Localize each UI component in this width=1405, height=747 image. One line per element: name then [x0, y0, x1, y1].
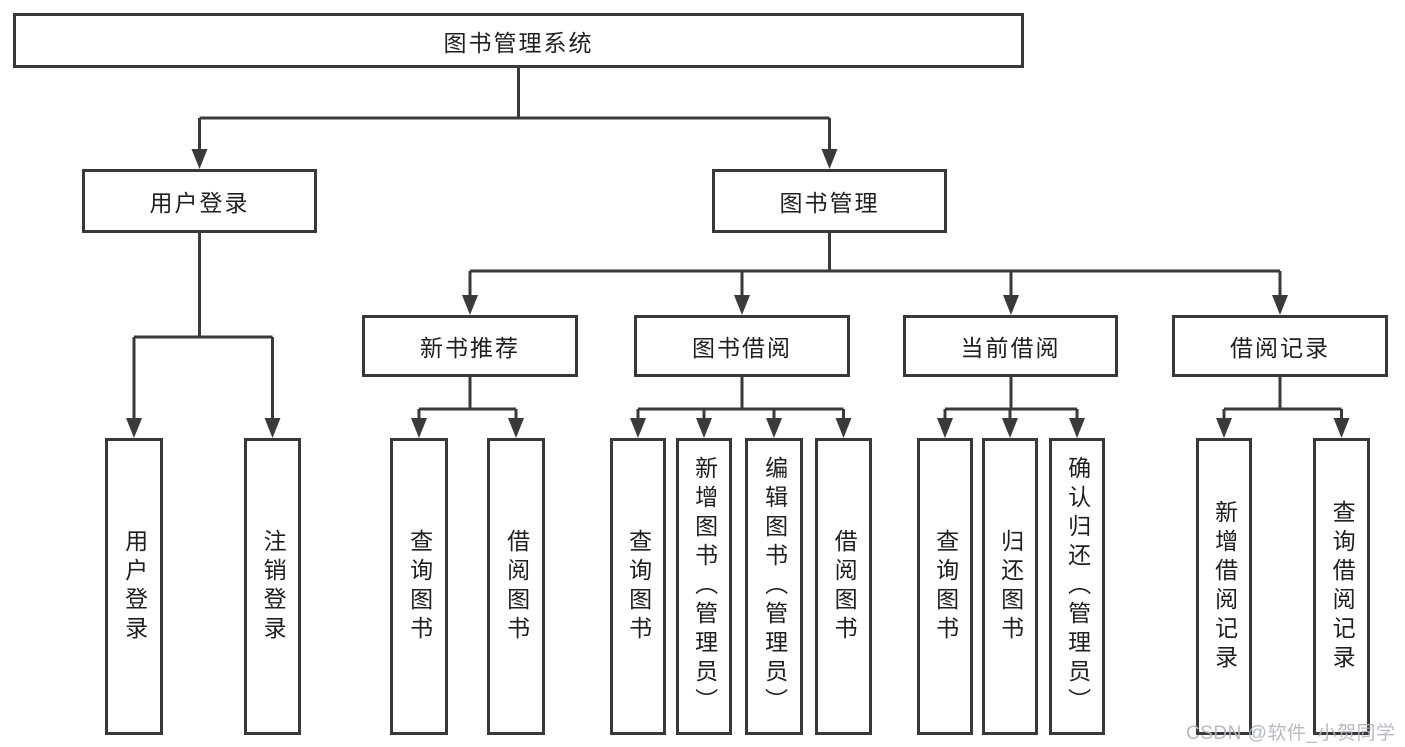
arrowhead	[1002, 418, 1018, 438]
leaf-user-login: 用户登录	[105, 438, 163, 735]
node-book-borrowing: 图书借阅	[634, 315, 850, 377]
node-current-borrowing: 当前借阅	[903, 315, 1118, 377]
leaf-current-query-books-label: 查询图书	[932, 528, 959, 645]
arrowhead	[821, 149, 838, 169]
arrowhead	[734, 295, 750, 315]
leaf-confirm-return-admin-label: 确认归还（管理员）	[1064, 456, 1091, 717]
leaf-recommend-borrow-books-label: 借阅图书	[503, 528, 530, 645]
connector-current-borrow-to-leaves	[943, 377, 1079, 421]
leaf-return-books: 归还图书	[982, 438, 1038, 735]
arrowhead	[1272, 295, 1288, 315]
leaf-user-login-label: 用户登录	[121, 528, 148, 645]
leaf-recommend-query-books-label: 查询图书	[406, 528, 433, 645]
node-user-login: 用户登录	[82, 169, 317, 233]
leaf-borrow-query-books-label: 查询图书	[625, 528, 652, 645]
node-borrowing-records-label: 借阅记录	[1230, 335, 1330, 361]
leaf-borrow-query-books: 查询图书	[610, 438, 666, 735]
node-book-management: 图书管理	[712, 169, 947, 233]
arrowhead	[462, 295, 478, 315]
node-book-borrowing-label: 图书借阅	[692, 335, 792, 361]
connector-new-book-to-leaves	[417, 377, 518, 421]
node-new-book-recommendation-label: 新书推荐	[420, 335, 520, 361]
leaf-logout-login-label: 注销登录	[260, 528, 287, 645]
connector-borrow-records-to-leaves	[1222, 377, 1343, 421]
arrowhead	[1333, 418, 1350, 438]
connector-book-borrow-to-leaves	[636, 377, 845, 421]
arrowhead	[1216, 418, 1232, 438]
leaf-query-borrow-record: 查询借阅记录	[1313, 438, 1370, 735]
leaf-add-borrow-record: 新增借阅记录	[1196, 438, 1252, 735]
leaf-edit-books-admin: 编辑图书（管理员）	[745, 438, 803, 735]
arrowhead	[508, 418, 524, 438]
arrowhead	[835, 418, 852, 438]
arrowhead	[264, 418, 281, 438]
leaf-recommend-borrow-books: 借阅图书	[487, 438, 545, 735]
leaf-return-books-label: 归还图书	[997, 528, 1024, 645]
connector-root-to-level2	[198, 68, 831, 152]
leaf-recommend-query-books: 查询图书	[390, 438, 448, 735]
leaf-add-books-admin: 新增图书（管理员）	[676, 438, 732, 735]
leaf-add-borrow-record-label: 新增借阅记录	[1211, 499, 1238, 674]
leaf-logout-login: 注销登录	[244, 438, 301, 735]
arrowhead	[766, 418, 782, 438]
arrowhead	[1069, 418, 1085, 438]
arrowhead	[411, 418, 427, 438]
node-borrowing-records: 借阅记录	[1172, 315, 1388, 377]
arrowhead	[126, 418, 142, 438]
node-new-book-recommendation: 新书推荐	[362, 315, 578, 377]
leaf-borrow-books-label: 借阅图书	[831, 528, 858, 645]
node-current-borrowing-label: 当前借阅	[960, 335, 1061, 361]
connector-user-login-to-leaves	[132, 233, 274, 421]
arrowhead	[696, 418, 712, 438]
leaf-confirm-return-admin: 确认归还（管理员）	[1049, 438, 1105, 735]
arrowhead	[191, 149, 208, 169]
leaf-edit-books-admin-label: 编辑图书（管理员）	[761, 456, 788, 717]
arrowhead	[1003, 295, 1019, 315]
node-library-management-system: 图书管理系统	[13, 13, 1024, 68]
leaf-current-query-books: 查询图书	[917, 438, 973, 735]
leaf-borrow-books: 借阅图书	[815, 438, 872, 735]
arrowhead	[937, 418, 953, 438]
arrowhead	[630, 418, 646, 438]
node-book-management-label: 图书管理	[779, 190, 880, 216]
node-user-login-label: 用户登录	[149, 190, 250, 216]
connector-book-management-to-level3	[468, 233, 1282, 298]
leaf-add-books-admin-label: 新增图书（管理员）	[691, 456, 718, 717]
csdn-watermark: CSDN @软件_小贺同学	[1186, 723, 1396, 744]
leaf-query-borrow-record-label: 查询借阅记录	[1329, 499, 1356, 674]
node-library-management-system-label: 图书管理系统	[443, 29, 594, 56]
